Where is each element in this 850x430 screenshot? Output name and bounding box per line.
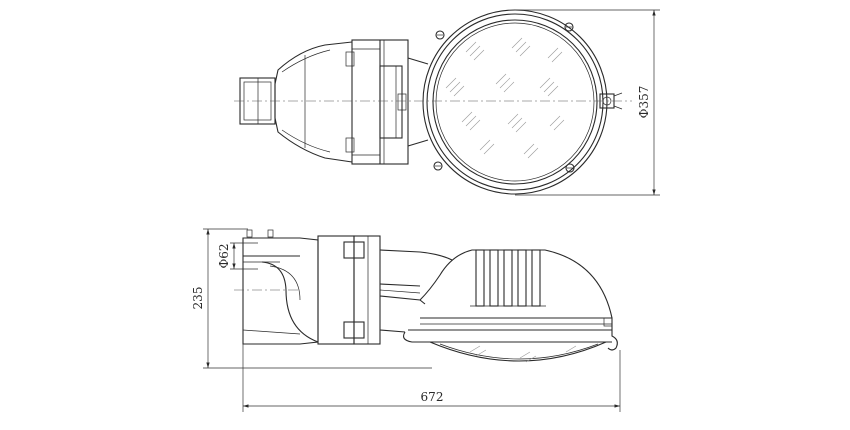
small-diameter-dimension: Φ62 bbox=[217, 242, 258, 270]
height-label: 235 bbox=[191, 287, 205, 310]
glass-reflections bbox=[445, 37, 565, 159]
top-view-neck bbox=[274, 41, 353, 163]
side-view-housing bbox=[317, 235, 381, 345]
side-view-clamp bbox=[242, 237, 319, 345]
screw-icon bbox=[565, 163, 575, 173]
diameter-dimension: Φ357 bbox=[515, 9, 660, 196]
height-dimension: 235 bbox=[191, 228, 432, 369]
length-dimension: 672 bbox=[242, 344, 621, 412]
side-view-lamp-head bbox=[403, 249, 618, 363]
top-view bbox=[234, 9, 632, 195]
length-label: 672 bbox=[421, 390, 444, 404]
small-diameter-label: Φ62 bbox=[217, 243, 231, 268]
screw-icon bbox=[435, 30, 445, 40]
top-view-lamp-head bbox=[397, 9, 623, 195]
cooling-fins bbox=[470, 249, 546, 307]
screw-icon bbox=[433, 161, 443, 171]
side-view bbox=[234, 229, 618, 363]
side-view-arm bbox=[379, 249, 453, 333]
bolt-icon bbox=[267, 229, 274, 238]
screw-icon bbox=[564, 22, 574, 32]
diameter-label: Φ357 bbox=[637, 86, 651, 119]
bolt-icon bbox=[246, 229, 253, 238]
top-view-housing bbox=[345, 39, 429, 165]
